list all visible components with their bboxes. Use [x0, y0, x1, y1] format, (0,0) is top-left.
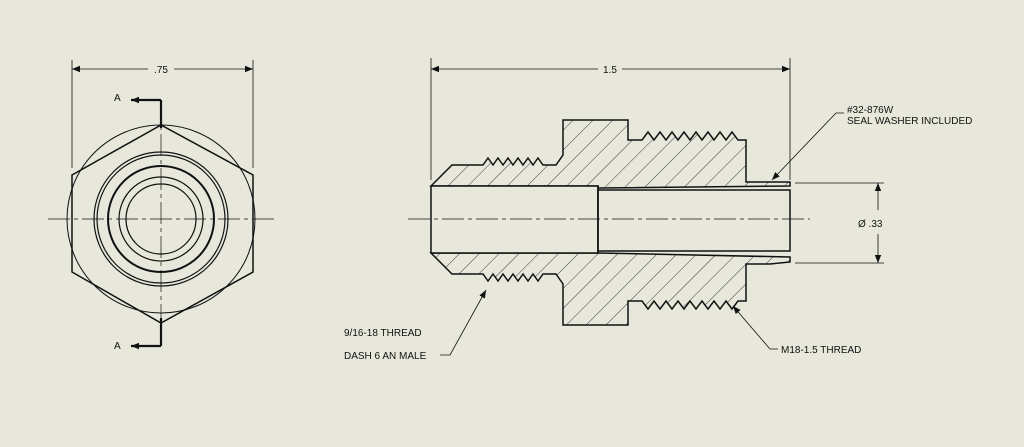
- bore-large: [430, 185, 599, 254]
- section-wall-bottom: [429, 252, 791, 326]
- section-wall-top: [429, 119, 791, 189]
- thread-left-spec: 9/16-18 THREAD: [344, 328, 422, 339]
- front-view: [48, 60, 276, 350]
- seal-washer-note: SEAL WASHER INCLUDED: [847, 116, 972, 127]
- leader-thread-left: [440, 289, 487, 356]
- thread-right-spec: M18-1.5 THREAD: [781, 345, 861, 356]
- section-view: [408, 58, 884, 356]
- thread-left-dash-size: DASH 6 AN MALE: [344, 351, 427, 362]
- section-label-top: A: [114, 93, 121, 104]
- leader-seal-washer: [771, 112, 844, 181]
- section-length-dim: 1.5: [603, 65, 617, 76]
- section-label-bottom: A: [114, 341, 121, 352]
- leader-thread-right: [732, 305, 778, 350]
- front-width-dim: .75: [154, 65, 168, 76]
- seal-washer-part-number: #32-876W: [847, 105, 894, 116]
- bore-diameter-dim: Ø .33: [858, 219, 883, 230]
- bore-small: [597, 189, 791, 252]
